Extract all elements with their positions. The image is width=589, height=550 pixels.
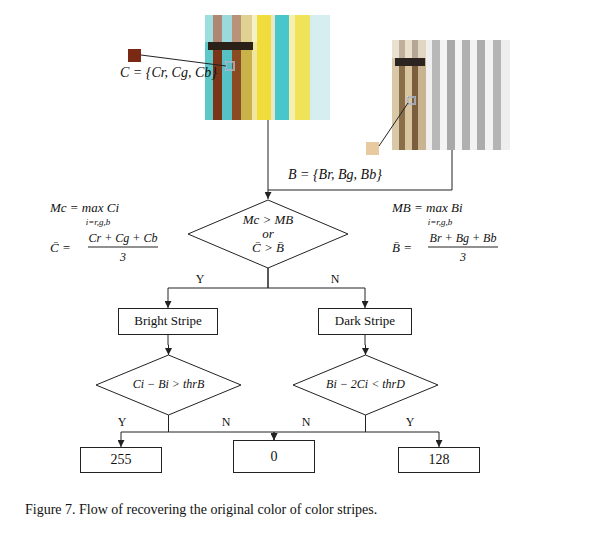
node-text: or	[262, 227, 274, 241]
leader-line	[141, 55, 226, 66]
figure-caption: Figure 7. Flow of recovering the origina…	[25, 502, 377, 518]
output-box: 0	[233, 440, 315, 473]
node-text: Bi − 2Ci < thrD	[326, 378, 405, 391]
flow-connector	[268, 268, 365, 308]
index-subscript: i=r,g,b	[428, 218, 453, 227]
branch-label: Y	[406, 416, 415, 428]
node-text: 255	[111, 452, 132, 467]
branch-label: N	[302, 416, 311, 428]
node-text: Ci − Bi > thrB	[133, 378, 205, 391]
flow-connector	[274, 415, 366, 440]
process-box: Bright Stripe	[118, 308, 218, 335]
flow-connector	[366, 415, 440, 447]
decision-diamond: Mc > MBorC̄ > B̄	[188, 200, 348, 268]
diamond-shape	[96, 355, 241, 415]
fraction-bar	[88, 247, 158, 248]
node-text: C̄ > B̄	[252, 241, 284, 255]
index-subscript: i=r,g,b	[86, 218, 111, 227]
mean-formula: C̄ =	[50, 241, 71, 254]
max-formula: MB = max Bi	[392, 201, 463, 214]
flow-connector	[121, 415, 169, 447]
decision-diamond: Bi − 2Ci < thrD	[293, 355, 438, 415]
branch-label: N	[331, 273, 340, 285]
gray-stripe-photo	[392, 40, 510, 150]
sample-swatch	[366, 142, 379, 155]
sample-swatch	[128, 49, 141, 62]
diamond-shape	[293, 355, 438, 415]
flow-connector	[365, 335, 367, 355]
leader-line	[379, 103, 408, 146]
set-formula: B = {Br, Bg, Bb}	[288, 168, 382, 182]
output-box: 128	[398, 447, 480, 473]
fraction-numerator: Br + Bg + Bb	[430, 232, 497, 244]
output-box: 255	[80, 447, 162, 473]
node-text: 0	[271, 449, 278, 464]
flow-connector	[168, 268, 268, 308]
node-text: Dark Stripe	[335, 314, 395, 328]
node-text: Bright Stripe	[134, 314, 202, 328]
branch-label: Y	[118, 416, 127, 428]
node-text: 128	[429, 452, 450, 467]
decision-diamond: Ci − Bi > thrB	[96, 355, 241, 415]
input-line	[268, 150, 452, 190]
process-box: Dark Stripe	[318, 308, 412, 335]
fraction-bar	[428, 247, 498, 248]
fraction-numerator: Cr + Cg + Cb	[89, 232, 158, 244]
flow-connector	[169, 415, 275, 440]
fraction-denominator: 3	[120, 251, 126, 263]
fraction-denominator: 3	[460, 251, 466, 263]
diamond-shape	[188, 200, 348, 268]
mean-formula: B̄ =	[392, 241, 412, 254]
branch-label: Y	[196, 273, 205, 285]
max-formula: Mc = max Ci	[50, 201, 119, 214]
color-stripe-photo	[205, 15, 330, 120]
set-formula: C = {Cr, Cg, Cb}	[120, 66, 217, 80]
flow-connector	[168, 335, 170, 355]
branch-label: N	[222, 416, 231, 428]
node-text: Mc > MB	[243, 213, 294, 227]
input-arrow	[268, 120, 269, 199]
